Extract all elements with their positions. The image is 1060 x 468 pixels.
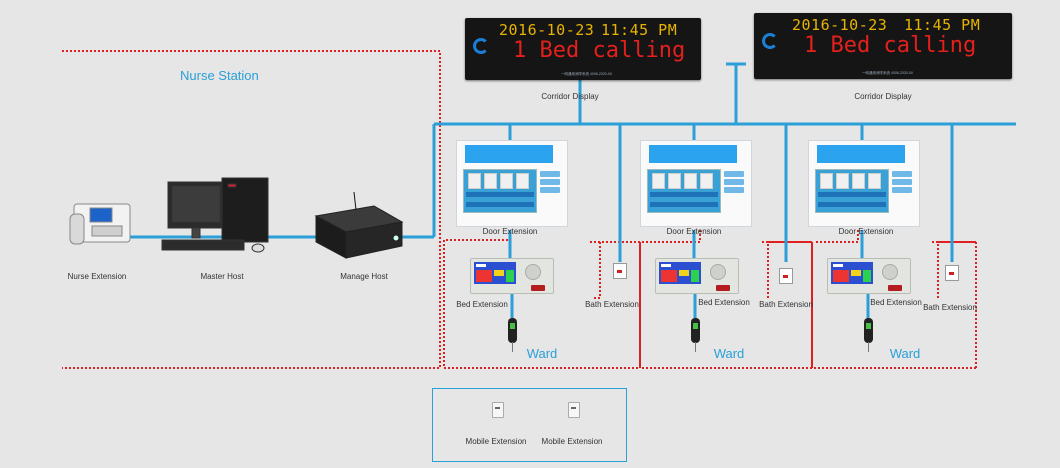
bed-screen xyxy=(831,262,873,284)
ward-2-boundary xyxy=(639,242,812,369)
ward-1-boundary xyxy=(443,240,640,369)
bed-extension-2 xyxy=(655,258,739,294)
call-button-icon xyxy=(716,285,730,291)
corridor-display-2: 2016-10-23 11:45 PM 1 Bed calling 一网通用消呼… xyxy=(754,13,1012,79)
bath-extension-3-label: Bath Extension xyxy=(923,303,977,312)
red-dotted-boundaries xyxy=(62,50,977,369)
bed-screen xyxy=(659,262,701,284)
bath-extension-3-device xyxy=(945,265,959,281)
display-2-message: 1 Bed calling xyxy=(804,33,977,58)
manage-host-label: Manage Host xyxy=(340,272,388,281)
display-2-date: 2016-10-23 xyxy=(792,16,888,34)
display-1-time: 11:45 PM xyxy=(601,21,678,39)
door-screen xyxy=(815,169,889,213)
bed-screen xyxy=(474,262,516,284)
bed-extension-1 xyxy=(470,258,554,294)
door-lcd xyxy=(817,145,905,163)
door-drop-3 xyxy=(814,230,859,243)
display-1-date: 2016-10-23 xyxy=(499,21,595,39)
ward-2-label: Ward xyxy=(713,346,745,361)
mobile-extension-group xyxy=(432,388,627,462)
corridor-display-1-label: Corridor Display xyxy=(541,92,599,101)
bath-extension-2-device xyxy=(779,268,793,284)
door-keypad xyxy=(540,171,560,201)
door-extension-2 xyxy=(640,140,752,227)
call-button-icon xyxy=(531,285,545,291)
ward-3-label: Ward xyxy=(889,346,921,361)
door-keypad xyxy=(892,171,912,201)
speaker-icon xyxy=(710,264,726,280)
corridor-display-2-label: Corridor Display xyxy=(854,92,912,101)
call-handset-1 xyxy=(508,318,517,352)
mobile-extension-1-device xyxy=(492,402,504,418)
display-1-message: 1 Bed calling xyxy=(513,38,686,63)
door-screen xyxy=(463,169,537,213)
door-keypad xyxy=(724,171,744,201)
ward-1-label: Ward xyxy=(526,346,558,361)
mobile-extension-2-device xyxy=(568,402,580,418)
bath-extension-2-label: Bath Extension xyxy=(759,300,813,309)
ward-3-bath-loop xyxy=(937,241,976,298)
master-host-label: Master Host xyxy=(200,272,244,281)
display-1-footer: 一网通用消呼系统 4006-2020-00 xyxy=(561,72,612,76)
bed-extension-3 xyxy=(827,258,911,294)
speaker-icon xyxy=(525,264,541,280)
display-2-footer: 一网通用消呼系统 4006-2020-00 xyxy=(862,71,913,75)
bath-extension-1-label: Bath Extension xyxy=(585,300,639,309)
mobile-extension-1-label: Mobile Extension xyxy=(465,437,527,446)
door-extension-3-label: Door Extension xyxy=(838,227,894,236)
door-extension-1 xyxy=(456,140,568,227)
nurse-extension-label: Nurse Extension xyxy=(67,272,127,281)
nurse-station-boundary xyxy=(62,50,441,369)
door-lcd xyxy=(649,145,737,163)
door-extension-3 xyxy=(808,140,920,227)
door-extension-1-label: Door Extension xyxy=(482,227,538,236)
mobile-extension-2-label: Mobile Extension xyxy=(541,437,603,446)
nurse-extension-phone xyxy=(69,203,131,245)
ward-2-bath-loop xyxy=(767,241,812,298)
door-drop-2 xyxy=(642,230,701,243)
nurse-station-label: Nurse Station xyxy=(180,68,259,83)
door-extension-2-label: Door Extension xyxy=(666,227,722,236)
bed-extension-1-label: Bed Extension xyxy=(456,300,508,309)
door-lcd xyxy=(465,145,553,163)
brand-logo-icon xyxy=(473,38,489,54)
speaker-icon xyxy=(882,264,898,280)
manage-host-box xyxy=(314,191,404,259)
door-screen xyxy=(647,169,721,213)
ward-3-boundary xyxy=(811,242,976,369)
corridor-display-1: 2016-10-23 11:45 PM 1 Bed calling 一网通用消呼… xyxy=(465,18,701,80)
call-handset-3 xyxy=(864,318,873,352)
master-host-computer xyxy=(161,177,269,253)
call-button-icon xyxy=(888,285,902,291)
bath-extension-1-device xyxy=(613,263,627,279)
brand-logo-icon xyxy=(762,33,778,49)
bed-extension-2-label: Bed Extension xyxy=(698,298,750,307)
bed-extension-3-label: Bed Extension xyxy=(870,298,922,307)
display-2-time: 11:45 PM xyxy=(904,16,981,34)
call-handset-2 xyxy=(691,318,700,352)
